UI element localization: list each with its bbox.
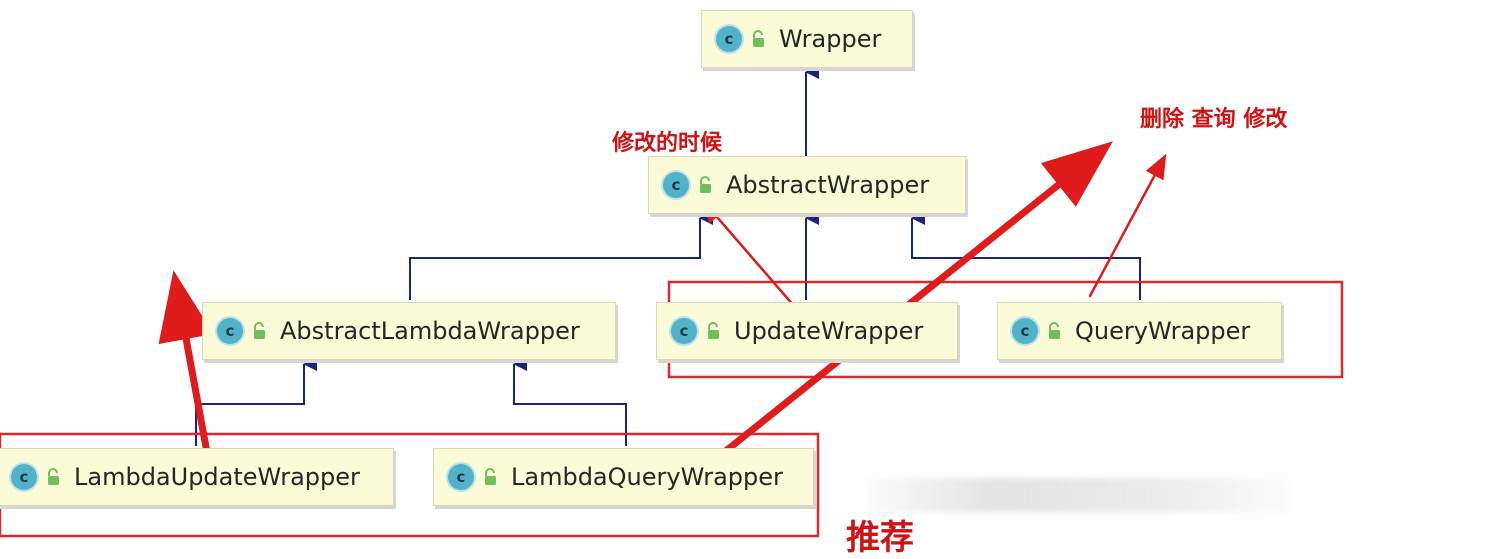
class-name: QueryWrapper bbox=[1075, 317, 1251, 345]
class-icon: c bbox=[448, 464, 474, 490]
lock-icon bbox=[483, 468, 498, 486]
class-name: UpdateWrapper bbox=[734, 317, 924, 345]
edge-querywrapper-to-abstractwrapper bbox=[911, 211, 1141, 300]
class-node-lambda-update-wrapper[interactable]: c LambdaUpdateWrapper bbox=[0, 448, 394, 506]
class-icon: c bbox=[1012, 318, 1038, 344]
class-name: AbstractWrapper bbox=[726, 171, 930, 199]
class-name: LambdaUpdateWrapper bbox=[74, 463, 360, 491]
lock-icon bbox=[252, 322, 267, 340]
highlight-box-lambda-wrappers bbox=[0, 432, 820, 538]
lock-icon bbox=[751, 30, 766, 48]
blurred-smudge bbox=[868, 478, 1288, 512]
class-icon: c bbox=[217, 318, 243, 344]
annotation-arrow-lambda-update bbox=[158, 270, 214, 462]
annotation-arrow-update bbox=[700, 198, 796, 308]
class-icon: c bbox=[663, 172, 689, 198]
class-node-query-wrapper[interactable]: c QueryWrapper bbox=[997, 302, 1282, 360]
class-icon: c bbox=[11, 464, 37, 490]
lock-icon bbox=[46, 468, 61, 486]
class-node-update-wrapper[interactable]: c UpdateWrapper bbox=[656, 302, 958, 360]
edge-lambdaupdatewrapper-to-abstractlambdawrapper bbox=[195, 357, 317, 446]
class-name: LambdaQueryWrapper bbox=[511, 463, 783, 491]
class-icon: c bbox=[716, 26, 742, 52]
lock-icon bbox=[706, 322, 721, 340]
class-node-wrapper[interactable]: c Wrapper bbox=[701, 10, 913, 68]
edge-lambdaquerywrapper-to-abstractlambdawrapper bbox=[513, 357, 627, 446]
edge-abstractlambdawrapper-to-abstractwrapper bbox=[409, 211, 713, 300]
lock-icon bbox=[698, 176, 713, 194]
class-node-lambda-query-wrapper[interactable]: c LambdaQueryWrapper bbox=[433, 448, 814, 506]
lock-icon bbox=[1047, 322, 1062, 340]
annotation-query-note: 删除 查询 修改 bbox=[1140, 106, 1288, 132]
class-node-abstract-lambda-wrapper[interactable]: c AbstractLambdaWrapper bbox=[202, 302, 616, 360]
annotation-arrow-query bbox=[1088, 153, 1167, 298]
class-name: AbstractLambdaWrapper bbox=[280, 317, 580, 345]
annotation-update-note: 修改的时候 bbox=[612, 130, 723, 156]
class-icon: c bbox=[671, 318, 697, 344]
class-name: Wrapper bbox=[779, 25, 882, 53]
class-node-abstract-wrapper[interactable]: c AbstractWrapper bbox=[648, 156, 966, 214]
annotation-recommend-note: 推荐 bbox=[846, 518, 914, 558]
